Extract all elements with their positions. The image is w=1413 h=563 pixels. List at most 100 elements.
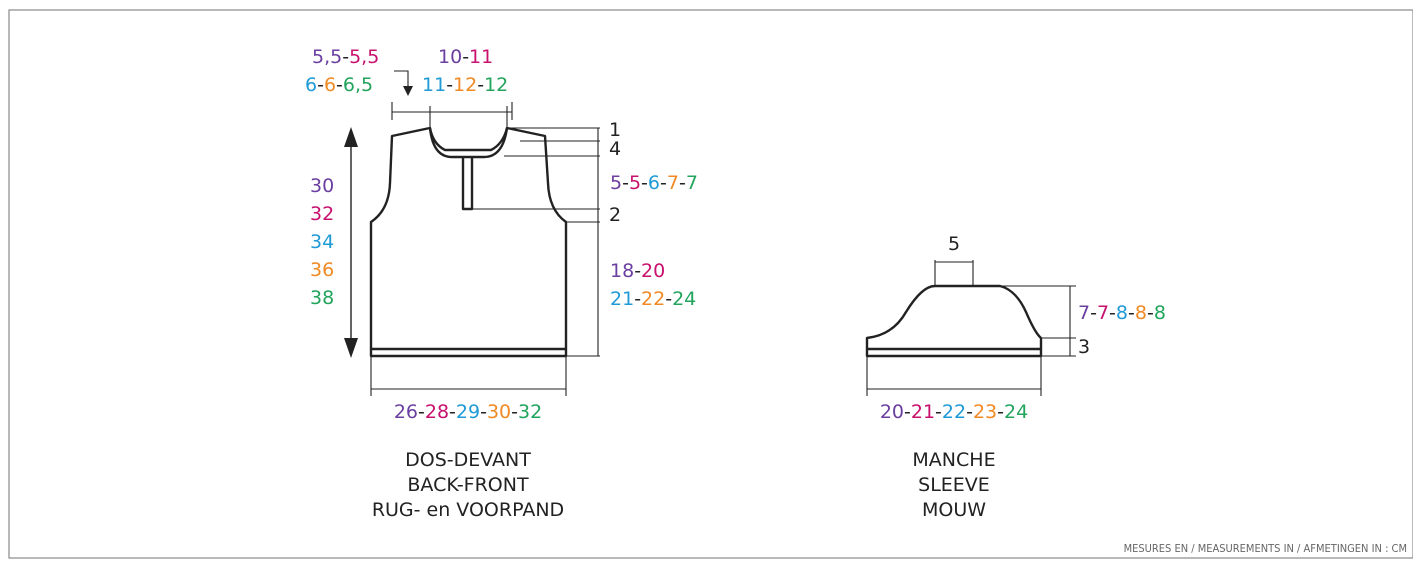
body-outline	[369, 126, 568, 358]
size-value-part: -	[336, 74, 343, 96]
size-value-part: 22	[641, 288, 665, 310]
total-height-size-4: 36	[310, 259, 334, 281]
shoulder-callout-line	[394, 70, 409, 92]
size-value-part: -	[1109, 302, 1116, 324]
total-height-size-3: 34	[310, 231, 334, 253]
sleeve-title-fr: MANCHE	[912, 449, 995, 471]
size-value-part: -	[446, 74, 453, 96]
body-title-nl: RUG- en VOORPAND	[372, 499, 564, 521]
size-value-part: -	[904, 401, 911, 423]
total-height-size-2: 32	[310, 203, 334, 225]
size-value-part: -	[641, 172, 648, 194]
body-neck-band	[428, 127, 509, 159]
sleeve-cuff-label: 3	[1078, 336, 1090, 358]
size-value-part: 18	[610, 260, 634, 282]
body-title-en: BACK-FRONT	[407, 474, 529, 496]
size-value-part: -	[634, 260, 641, 282]
size-value-part: 12	[484, 74, 508, 96]
size-value-part: 6	[324, 74, 336, 96]
side-label-2: 21-22-24	[610, 288, 696, 310]
size-value-part: 20	[641, 260, 665, 282]
size-value-part: -	[480, 401, 487, 423]
size-value-part: -	[997, 401, 1004, 423]
size-value-part: 11	[422, 74, 446, 96]
body-width-label: 26-28-29-30-32	[394, 401, 542, 423]
size-value-part: 6	[305, 74, 317, 96]
size-value-part: 22	[942, 401, 966, 423]
size-value-part: 5	[629, 172, 641, 194]
sleeve-outline	[865, 284, 1043, 358]
sleeve-cap-label: 7-7-8-8-8	[1078, 302, 1166, 324]
size-value-part: -	[462, 46, 469, 68]
armhole-label: 5-5-6-7-7	[610, 172, 698, 194]
size-value-part: -	[317, 74, 324, 96]
size-value-part: -	[418, 401, 425, 423]
size-value-part: 30	[487, 401, 511, 423]
units-footnote: MESURES EN / MEASUREMENTS IN / AFMETINGE…	[1124, 542, 1407, 555]
sleeve-top-label: 5	[948, 233, 960, 255]
size-value-part: 6,5	[343, 74, 373, 96]
size-value-part: 7	[1097, 302, 1109, 324]
underarm-step-label: 2	[609, 204, 621, 226]
sleeve-width-label: 20-21-22-23-24	[880, 401, 1028, 423]
size-value-part: 5,5	[312, 46, 342, 68]
body-placket	[461, 157, 474, 211]
neck-label: 10-11	[438, 46, 493, 68]
size-value-part: 8	[1154, 302, 1166, 324]
shoulder-label: 5,5-5,5	[312, 46, 379, 68]
size-value-part: -	[665, 288, 672, 310]
total-height-arrowhead-bottom	[344, 338, 358, 358]
body-title-fr: DOS-DEVANT	[405, 449, 531, 471]
border-frame	[8, 9, 1413, 559]
size-value-part: 8	[1135, 302, 1147, 324]
size-value-part: 20	[880, 401, 904, 423]
size-value-part: -	[1128, 302, 1135, 324]
size-value-part: 12	[453, 74, 477, 96]
size-value-part: 29	[456, 401, 480, 423]
neck-label-2: 11-12-12	[422, 74, 508, 96]
size-value-part: -	[935, 401, 942, 423]
size-value-part: 21	[911, 401, 935, 423]
size-value-part: 8	[1116, 302, 1128, 324]
size-value-part: -	[477, 74, 484, 96]
size-value-part: 23	[973, 401, 997, 423]
shoulder-label-2: 6-6-6,5	[305, 74, 373, 96]
size-value-part: -	[1090, 302, 1097, 324]
size-value-part: 7	[686, 172, 698, 194]
neck-depth-label: 4	[609, 138, 621, 160]
total-height-size-5: 38	[310, 287, 334, 309]
sleeve-title-nl: MOUW	[922, 499, 986, 521]
size-value-part: 6	[648, 172, 660, 194]
size-value-part: -	[511, 401, 518, 423]
size-value-part: 26	[394, 401, 418, 423]
size-value-part: -	[660, 172, 667, 194]
shoulder-callout-arrowhead	[403, 86, 413, 96]
size-value-part: 32	[518, 401, 542, 423]
total-height-arrowhead-top	[344, 127, 358, 147]
side-label: 18-20	[610, 260, 665, 282]
size-value-part: 7	[1078, 302, 1090, 324]
size-value-part: -	[679, 172, 686, 194]
size-value-part: 21	[610, 288, 634, 310]
neck-rise-label: 1	[609, 119, 621, 141]
size-value-part: 24	[1004, 401, 1028, 423]
size-value-part: 10	[438, 46, 462, 68]
size-value-part: 5	[610, 172, 622, 194]
size-value-part: -	[342, 46, 349, 68]
total-height-size-1: 30	[310, 175, 334, 197]
size-value-part: 11	[469, 46, 493, 68]
total-height-labels: 30 32 34 36 38	[310, 175, 334, 309]
sleeve-piece	[865, 260, 1076, 396]
size-value-part: 5,5	[349, 46, 379, 68]
size-value-part: 28	[425, 401, 449, 423]
size-value-part: -	[634, 288, 641, 310]
sleeve-title-en: SLEEVE	[918, 474, 990, 496]
size-value-part: -	[966, 401, 973, 423]
size-value-part: -	[622, 172, 629, 194]
size-value-part: -	[449, 401, 456, 423]
size-value-part: -	[1147, 302, 1154, 324]
size-value-part: 7	[667, 172, 679, 194]
body-piece	[344, 70, 600, 396]
